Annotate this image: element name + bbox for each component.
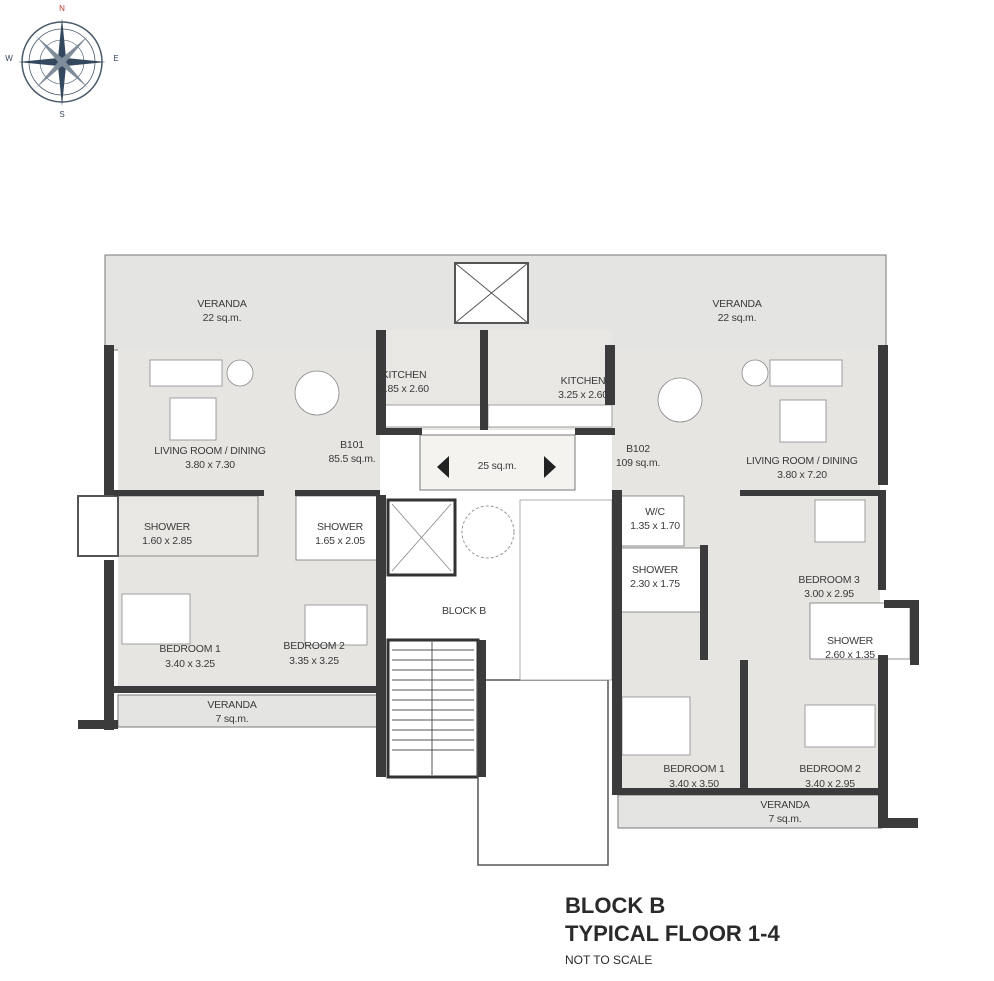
unit-b102-name: B102	[626, 443, 650, 455]
shower-b102-2-name: SHOWER	[827, 635, 874, 647]
bedroom2-b102-name: BEDROOM 2	[799, 763, 861, 775]
veranda-top-left-area: 22 sq.m.	[203, 312, 242, 324]
veranda-top-right-area: 22 sq.m.	[718, 312, 757, 324]
living-b102-name: LIVING ROOM / DINING	[746, 455, 858, 467]
scale-note: NOT TO SCALE	[565, 953, 653, 967]
bedroom1-b102-size: 3.40 x 3.50	[669, 778, 719, 790]
veranda-bottom-right-name: VERANDA	[760, 799, 810, 811]
compass-rose-icon: N S W E	[5, 4, 118, 119]
bedroom2-b101-size: 3.35 x 3.25	[289, 655, 339, 667]
shower-b102-1-name: SHOWER	[632, 564, 679, 576]
veranda-bottom-left-area: 7 sq.m.	[215, 713, 248, 725]
living-b101-size: 3.80 x 7.30	[185, 459, 235, 471]
compass-south-label: S	[59, 110, 64, 119]
plan-subtitle: TYPICAL FLOOR 1-4	[565, 921, 780, 946]
bedroom2-b101-name: BEDROOM 2	[283, 640, 345, 652]
shower-b101-2-name: SHOWER	[317, 521, 364, 533]
kitchen-b102-size: 3.25 x 2.60	[558, 389, 608, 401]
veranda-bottom-right-area: 7 sq.m.	[768, 813, 801, 825]
unit-b101-area: 85.5 sq.m.	[328, 453, 375, 465]
bedroom1-b101-size: 3.40 x 3.25	[165, 658, 215, 670]
veranda-top-right-name: VERANDA	[712, 298, 762, 310]
staircase	[386, 638, 480, 779]
veranda-top-left-name: VERANDA	[197, 298, 247, 310]
wc-b102-name: W/C	[645, 506, 665, 518]
shower-b101-2-size: 1.65 x 2.05	[315, 535, 365, 547]
kitchen-b102-name: KITCHEN	[561, 375, 606, 387]
shower-b102-1-size: 2.30 x 1.75	[630, 578, 680, 590]
living-b101-name: LIVING ROOM / DINING	[154, 445, 266, 457]
unit-b102-area: 109 sq.m.	[616, 457, 660, 469]
wc-b102-size: 1.35 x 1.70	[630, 520, 680, 532]
bedroom1-b102-name: BEDROOM 1	[663, 763, 725, 775]
veranda-bottom-left-name: VERANDA	[207, 699, 257, 711]
core-balcony	[477, 679, 609, 866]
arrow-left-icon	[437, 456, 449, 478]
unit-b101-name: B101	[340, 439, 364, 451]
compass-east-label: E	[113, 54, 118, 63]
shaft-cross-icon	[454, 262, 529, 324]
kitchen-b101-size: 2.85 x 2.60	[379, 383, 429, 395]
kitchen-b101-name: KITCHEN	[382, 369, 427, 381]
bedroom1-b101-name: BEDROOM 1	[159, 643, 221, 655]
compass-west-label: W	[5, 54, 13, 63]
shower-b102-2-size: 2.60 x 1.35	[825, 649, 875, 661]
turning-circle	[461, 505, 515, 559]
arrow-right-icon	[544, 456, 556, 478]
shower-b101-1-size: 1.60 x 2.85	[142, 535, 192, 547]
veranda-bottom-right	[617, 794, 883, 829]
walls	[78, 330, 919, 828]
bedroom3-b102-name: BEDROOM 3	[798, 574, 860, 586]
living-b102-size: 3.80 x 7.20	[777, 469, 827, 481]
lobby-area: 25 sq.m.	[478, 460, 517, 472]
bedroom2-b102-size: 3.40 x 2.95	[805, 778, 855, 790]
core-name: BLOCK B	[442, 605, 486, 617]
plan-title: BLOCK B	[565, 893, 666, 918]
veranda-bottom-left	[117, 694, 381, 728]
shower-b101-1-name: SHOWER	[144, 521, 191, 533]
compass-north-label: N	[59, 4, 65, 13]
bedroom3-b102-size: 3.00 x 2.95	[804, 588, 854, 600]
kitchen-counter	[377, 404, 483, 428]
kitchen-counter	[487, 404, 613, 428]
